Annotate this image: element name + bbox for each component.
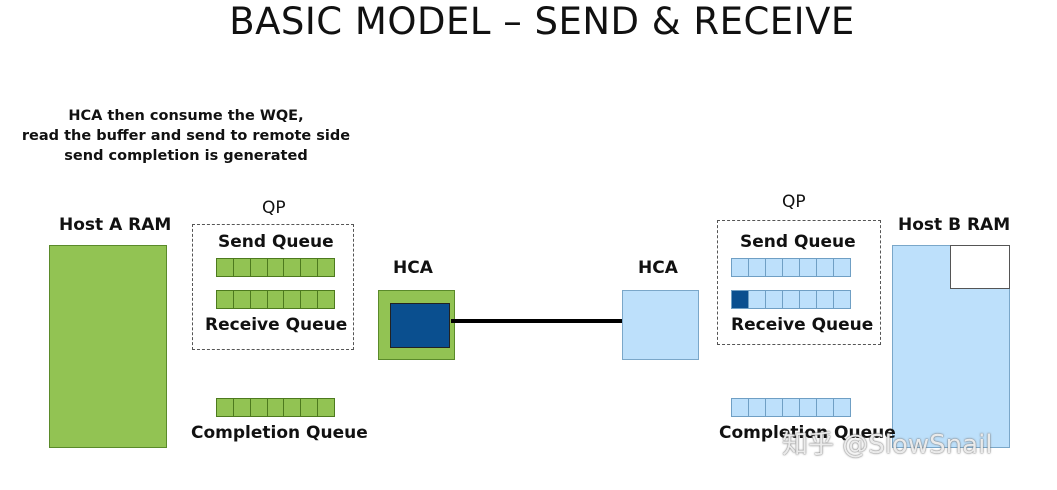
queue-slot <box>284 291 302 308</box>
host-b-qp-label: QP <box>782 192 806 212</box>
host-b-send-queue-label: Send Queue <box>740 232 856 252</box>
queue-slot <box>834 259 850 276</box>
watermark-text: 知乎 @SlowSnail <box>782 430 993 460</box>
queue-slot <box>783 259 800 276</box>
queue-slot <box>284 399 302 416</box>
host-b-completion-queue-label: Completion Queue <box>719 423 896 443</box>
queue-slot <box>284 259 302 276</box>
queue-slot <box>233 291 251 308</box>
annotation-note: HCA then consume the WQE, read the buffe… <box>0 106 372 166</box>
note-line-1: HCA then consume the WQE, <box>68 108 304 124</box>
queue-slot <box>834 399 850 416</box>
queue-slot <box>267 259 285 276</box>
note-line-2: read the buffer and send to remote side <box>21 128 351 144</box>
host-a-hca-active-buffer <box>390 303 450 348</box>
queue-slot <box>817 399 834 416</box>
host-a-ram <box>49 245 167 448</box>
queue-slot <box>800 259 817 276</box>
queue-slot <box>217 259 234 276</box>
queue-slot <box>732 259 749 276</box>
queue-slot <box>318 399 335 416</box>
queue-slot <box>783 291 800 308</box>
queue-slot <box>749 259 766 276</box>
queue-slot <box>749 399 766 416</box>
queue-slot <box>800 291 817 308</box>
queue-slot <box>267 291 285 308</box>
queue-slot <box>301 399 319 416</box>
host-a-send-queue <box>216 258 335 277</box>
host-b-ram-buffer <box>950 245 1010 289</box>
queue-slot <box>301 291 319 308</box>
host-a-completion-queue <box>216 398 335 417</box>
queue-slot <box>267 399 285 416</box>
host-b-completion-queue <box>731 398 851 417</box>
host-a-receive-queue-label: Receive Queue <box>205 315 348 335</box>
host-b-qp-box <box>717 220 881 345</box>
host-b-hca <box>622 290 699 360</box>
queue-slot <box>817 291 834 308</box>
host-b-hca-label: HCA <box>638 258 678 278</box>
queue-slot <box>217 399 234 416</box>
queue-slot <box>250 291 268 308</box>
queue-slot <box>318 259 335 276</box>
queue-slot-filled <box>732 291 749 308</box>
host-a-qp-label: QP <box>262 198 286 218</box>
queue-slot <box>834 291 850 308</box>
queue-slot <box>749 291 766 308</box>
host-a-send-queue-label: Send Queue <box>218 232 334 252</box>
queue-slot <box>783 399 800 416</box>
host-a-ram-label: Host A RAM <box>59 215 172 235</box>
queue-slot <box>817 259 834 276</box>
host-b-receive-queue <box>731 290 851 309</box>
queue-slot <box>233 259 251 276</box>
queue-slot <box>233 399 251 416</box>
queue-slot <box>766 291 783 308</box>
host-a-completion-queue-label: Completion Queue <box>191 423 368 443</box>
queue-slot <box>800 399 817 416</box>
queue-slot <box>217 291 234 308</box>
queue-slot <box>766 399 783 416</box>
queue-slot <box>766 259 783 276</box>
host-a-receive-queue <box>216 290 335 309</box>
note-line-3: send completion is generated <box>64 148 308 164</box>
queue-slot <box>250 259 268 276</box>
network-link <box>451 319 623 323</box>
host-a-qp-box <box>192 224 354 350</box>
queue-slot <box>732 399 749 416</box>
host-b-ram-label: Host B RAM <box>898 215 1011 235</box>
host-b-send-queue <box>731 258 851 277</box>
host-b-receive-queue-label: Receive Queue <box>731 315 874 335</box>
host-a-hca-label: HCA <box>393 258 433 278</box>
queue-slot <box>301 259 319 276</box>
queue-slot <box>318 291 335 308</box>
queue-slot <box>250 399 268 416</box>
page-title: BASIC MODEL – SEND & RECEIVE <box>229 0 855 43</box>
